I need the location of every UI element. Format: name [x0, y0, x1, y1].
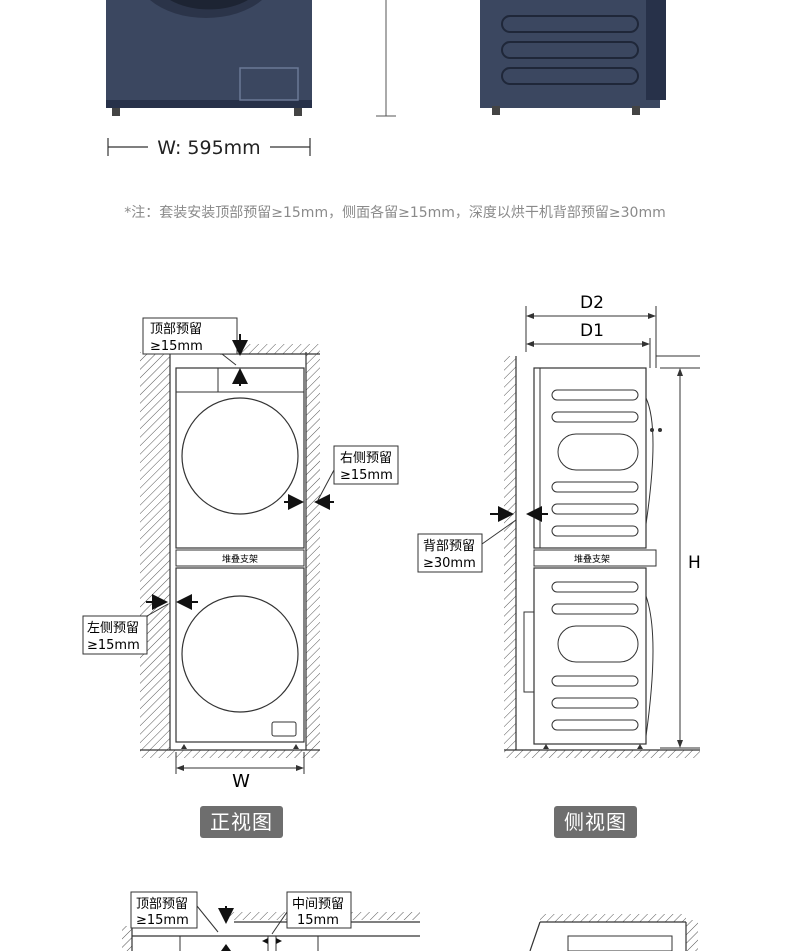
back-wall: [504, 356, 516, 750]
svg-text:左侧预留: 左侧预留: [87, 621, 139, 636]
left-wall: [140, 352, 170, 750]
svg-text:≥15mm: ≥15mm: [136, 913, 189, 928]
svg-text:≥15mm: ≥15mm: [87, 638, 140, 653]
svg-text:D2: D2: [580, 293, 604, 313]
washer-side-photo: [480, 0, 666, 115]
dryer-unit: [175, 367, 305, 549]
side-view-diagram: D2 D1 堆叠支架: [417, 293, 701, 758]
svg-text:D1: D1: [580, 321, 604, 341]
depth-dimensions: D2 D1: [525, 293, 657, 368]
back-clearance-callout: 背部预留 ≥30mm: [417, 506, 548, 573]
width-label: W: 595mm: [157, 137, 260, 159]
front-width-dimension: W: [175, 752, 305, 792]
svg-text:顶部预留: 顶部预留: [150, 322, 202, 337]
stack-bracket: 堆叠支架: [175, 549, 305, 567]
svg-text:≥15mm: ≥15mm: [150, 339, 203, 354]
right-wall: [306, 352, 320, 750]
ceiling: [220, 344, 320, 354]
side-stack-bracket: 堆叠支架: [533, 549, 657, 567]
washer-door: [181, 595, 299, 713]
washer-front-photo: [106, 0, 312, 116]
middle-clearance-callout: 中间预留 15mm: [262, 891, 352, 944]
svg-text:W: W: [232, 771, 250, 792]
svg-text:背部预留: 背部预留: [423, 539, 475, 554]
right-clearance-callout: 右侧预留 ≥15mm: [284, 445, 399, 510]
svg-text:H: H: [688, 553, 701, 573]
svg-text:15mm: 15mm: [297, 913, 339, 928]
side-floor: [504, 750, 700, 758]
installation-note: *注：套装安装顶部预留≥15mm，侧面各留≥15mm，深度以烘干机背部预留≥30…: [124, 205, 666, 221]
svg-text:右侧预留: 右侧预留: [340, 451, 392, 466]
height-dimension-line: [376, 0, 396, 117]
stack-bracket-label: 堆叠支架: [222, 553, 258, 565]
floor: [140, 750, 320, 758]
washer-unit: [175, 567, 305, 749]
top-clearance-callout: 顶部预留 ≥15mm: [142, 317, 248, 386]
svg-text:顶部预留: 顶部预留: [136, 897, 188, 912]
svg-text:堆叠支架: 堆叠支架: [574, 553, 610, 565]
side-dryer-unit: [533, 367, 662, 549]
side-view-caption: 侧视图: [554, 806, 637, 838]
svg-text:≥30mm: ≥30mm: [423, 556, 476, 571]
side-washer-unit: [523, 567, 654, 749]
bottom-top-clearance-callout: 顶部预留 ≥15mm: [130, 891, 219, 933]
front-view-caption: 正视图: [200, 806, 283, 838]
left-clearance-callout: 左侧预留 ≥15mm: [82, 594, 198, 655]
svg-text:中间预留: 中间预留: [292, 897, 344, 912]
bottom-diagram-partial: 顶部预留 ≥15mm 中间预留 15mm: [122, 891, 698, 951]
dryer-door: [181, 397, 299, 515]
width-dimension: W: 595mm: [107, 137, 311, 159]
front-view-diagram: 堆叠支架 顶部预留 ≥15mm 右侧预留 ≥15mm 左侧预留: [82, 317, 399, 792]
svg-text:≥15mm: ≥15mm: [340, 468, 393, 483]
height-dimension: H: [656, 355, 701, 749]
